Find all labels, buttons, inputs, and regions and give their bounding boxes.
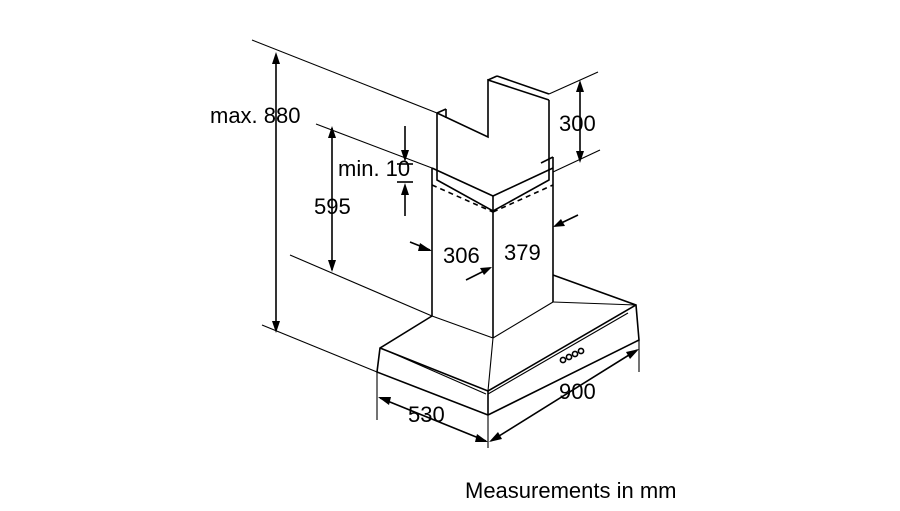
lower-height-label: 595	[314, 194, 351, 219]
control-buttons-icon	[559, 347, 585, 364]
chimney-width-label: 379	[504, 240, 541, 265]
top-height-label: 300	[559, 111, 596, 136]
extension-lines	[251, 39, 640, 448]
min-gap-label: min. 10	[338, 156, 410, 181]
hood-width-label: 900	[559, 379, 596, 404]
chimney-depth-label: 306	[443, 243, 480, 268]
hood-depth-label: 530	[408, 402, 445, 427]
measurements-caption: Measurements in mm	[465, 478, 677, 503]
dimension-lines	[272, 52, 639, 442]
max-height-label: max. 880	[210, 103, 301, 128]
